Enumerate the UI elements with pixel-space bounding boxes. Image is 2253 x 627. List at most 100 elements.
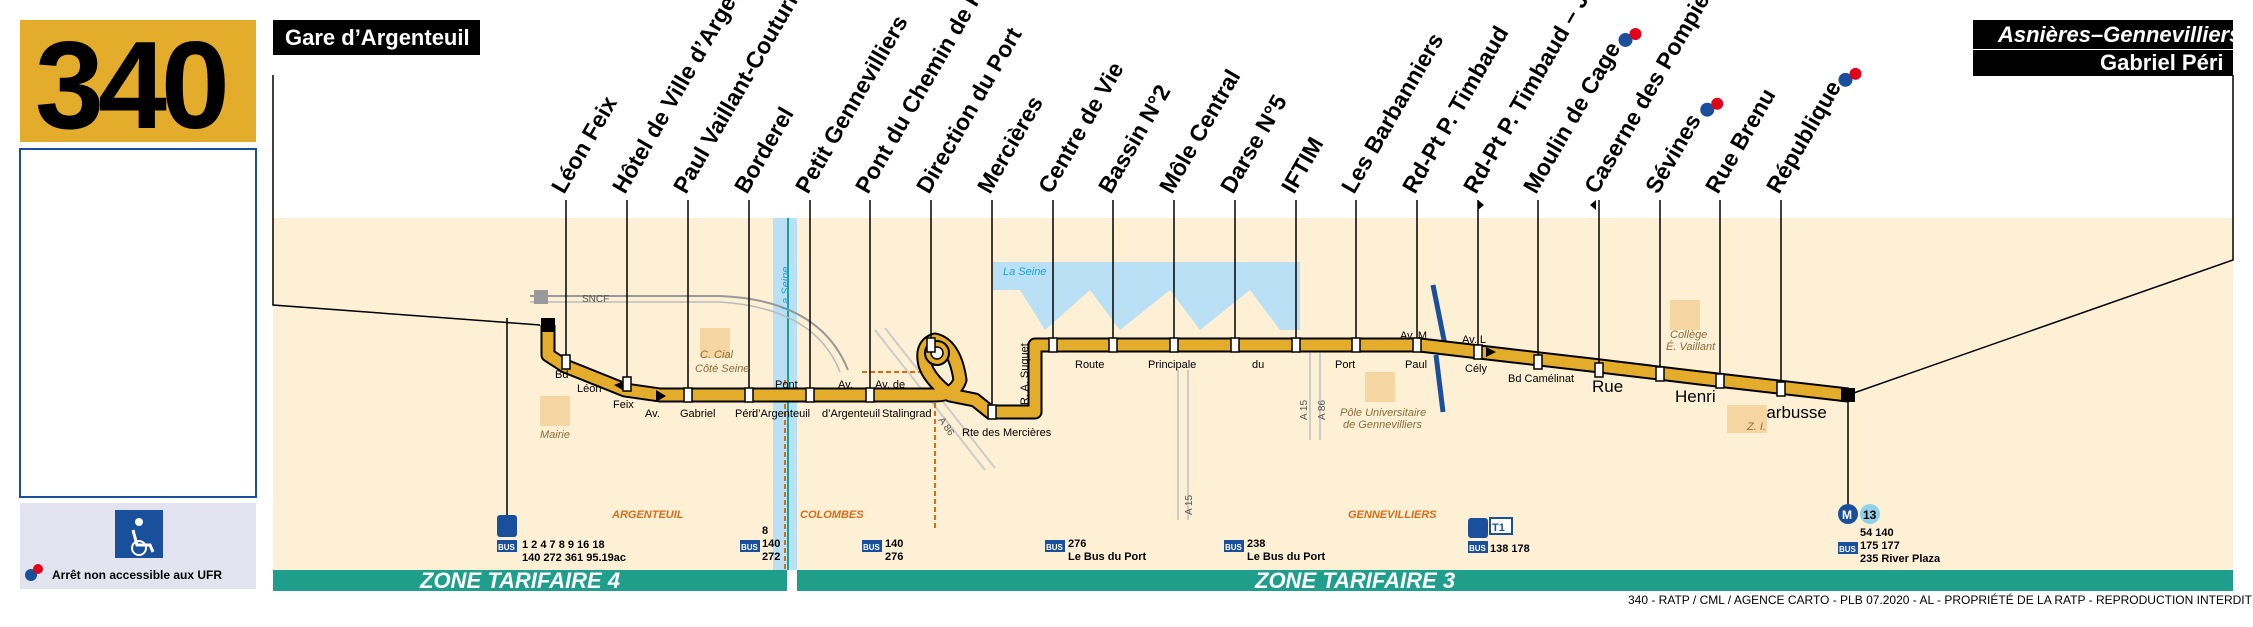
- footer-credits: 340 - RATP / CML / AGENCE CARTO - PLB 07…: [1628, 592, 2253, 607]
- wheelchair-icon: [1618, 32, 1633, 47]
- bus-badge-label: BUS: [1046, 543, 1064, 552]
- stop-marker[interactable]: [744, 387, 754, 403]
- connection-lines: 54 140: [1860, 527, 1894, 539]
- connection-lines: 276: [1068, 538, 1086, 550]
- end-terminus-city-box: [1973, 20, 2233, 49]
- connection-lines: Le Bus du Port: [1247, 551, 1326, 563]
- no-entry-icon: [33, 564, 43, 574]
- no-entry-icon: [1629, 27, 1642, 40]
- railway-station-marker: [534, 290, 548, 304]
- bus-badge: [497, 540, 517, 552]
- connection-lines: 175 177: [1860, 540, 1900, 552]
- stop-marker[interactable]: [1048, 337, 1058, 353]
- street-name: Gabriel: [680, 408, 715, 420]
- street-name: Stalingrad: [882, 408, 932, 420]
- bus-badge-label: BUS: [498, 543, 516, 552]
- stop-marker[interactable]: [1655, 366, 1665, 382]
- stop-marker[interactable]: [1108, 337, 1118, 353]
- stop-marker[interactable]: [1230, 337, 1240, 353]
- stop-marker[interactable]: [1715, 373, 1725, 389]
- tram-icon: [1468, 518, 1488, 538]
- places: SNCF La Seine La Seine Mairie C. Cial Cô…: [540, 266, 1767, 515]
- end-terminus-stop-box: [1973, 50, 2233, 76]
- street-name: du: [1252, 359, 1264, 371]
- shopping-icon: [700, 328, 730, 358]
- stop-name[interactable]: Petit Gennevilliers: [790, 11, 913, 198]
- bus-badge: [1045, 540, 1065, 552]
- stop-marker[interactable]: [1291, 337, 1301, 353]
- connections: BUS 1 2 4 7 8 9 16 18 140 272 361 95.19a…: [497, 318, 1941, 565]
- stop-marker[interactable]: [1533, 354, 1543, 370]
- street-name: Bd Camélinat: [1508, 373, 1574, 385]
- street-name: Pont: [775, 379, 798, 391]
- stop-name[interactable]: IFTIM: [1276, 132, 1329, 197]
- metro-line-badge: [1860, 504, 1880, 524]
- street-name: Péri: [735, 408, 755, 420]
- industrial-zone-icon: [1727, 405, 1767, 433]
- university-icon: [1365, 372, 1395, 402]
- end-terminus-stop: Gabriel Péri: [2100, 50, 2224, 75]
- school-icon: [1670, 300, 1700, 330]
- stop-marker[interactable]: [987, 404, 997, 420]
- stop-name[interactable]: Borderel: [729, 103, 799, 198]
- street-name: Henri: [1675, 387, 1716, 406]
- stop-marker[interactable]: [1473, 344, 1483, 360]
- street-name: Principale: [1148, 359, 1196, 371]
- bus-badge: [1224, 540, 1244, 552]
- street-name: Rue: [1592, 377, 1623, 396]
- stop-marker[interactable]: [1594, 362, 1604, 378]
- bus-badge-label: BUS: [741, 543, 759, 552]
- end-terminus-city: Asnières–Gennevilliers: [1997, 22, 2241, 47]
- wheelchair-icon: [1700, 102, 1715, 117]
- connection-lines: 138 178: [1490, 543, 1530, 555]
- street-name: Av. L: [1462, 334, 1486, 346]
- wheelchair-icon: [115, 510, 163, 558]
- train-icon: [497, 515, 517, 537]
- stop-marker[interactable]: [622, 376, 632, 392]
- street-name: Paul: [1405, 359, 1427, 371]
- street-name: Route: [1075, 359, 1104, 371]
- no-entry-icon: [1849, 67, 1862, 80]
- bus-badge: [1468, 541, 1488, 553]
- poi-label: É. Vaillant: [1666, 340, 1716, 353]
- connection-lines: 140: [885, 538, 903, 550]
- line-number: 340: [35, 17, 225, 155]
- street-name: Feix: [613, 399, 634, 411]
- stop-marker[interactable]: [805, 387, 815, 403]
- seine-label-port: La Seine: [1003, 266, 1046, 278]
- stop-marker[interactable]: [1351, 337, 1361, 353]
- stop-name[interactable]: Sévines: [1640, 109, 1706, 197]
- metro-line-label: 13: [1863, 508, 1877, 522]
- stop-marker[interactable]: [683, 387, 693, 403]
- start-terminus-box: [273, 20, 480, 55]
- connection-lines: 140 272 361 95.19ac: [522, 552, 626, 564]
- line-number-box: [20, 20, 256, 142]
- railway-2: [530, 301, 841, 373]
- stop-marker[interactable]: [926, 337, 936, 353]
- stop-marker[interactable]: [561, 354, 571, 370]
- street-name: Port: [1335, 359, 1355, 371]
- highway-label: A 15: [1299, 400, 1310, 420]
- bus-badge-label: BUS: [1839, 545, 1857, 554]
- direction-arrow: [1486, 347, 1496, 357]
- zone-bar-4: [273, 570, 787, 591]
- stop-marker[interactable]: [1412, 337, 1422, 353]
- poi-label: Pôle Universitaire: [1340, 407, 1426, 419]
- direction-arrow: [656, 390, 666, 402]
- stop-marker[interactable]: [1776, 381, 1786, 397]
- stop-marker[interactable]: [865, 387, 875, 403]
- tram-track-south: [1433, 354, 1446, 413]
- highway-label: A 86: [1317, 400, 1328, 420]
- wheelchair-icon-body: [131, 529, 155, 553]
- stop-marker[interactable]: [1169, 337, 1179, 353]
- info-panel: [19, 148, 257, 498]
- bus-badge-label: BUS: [863, 543, 881, 552]
- zone-bar-3: [797, 570, 2233, 591]
- tram-line-label: T1: [1492, 522, 1505, 534]
- town-hall-icon: [540, 396, 570, 426]
- commune-label: COLOMBES: [800, 509, 864, 521]
- street-name: Bd: [555, 369, 568, 381]
- legend-not-accessible: Arrêt non accessible aux UFR: [52, 568, 222, 582]
